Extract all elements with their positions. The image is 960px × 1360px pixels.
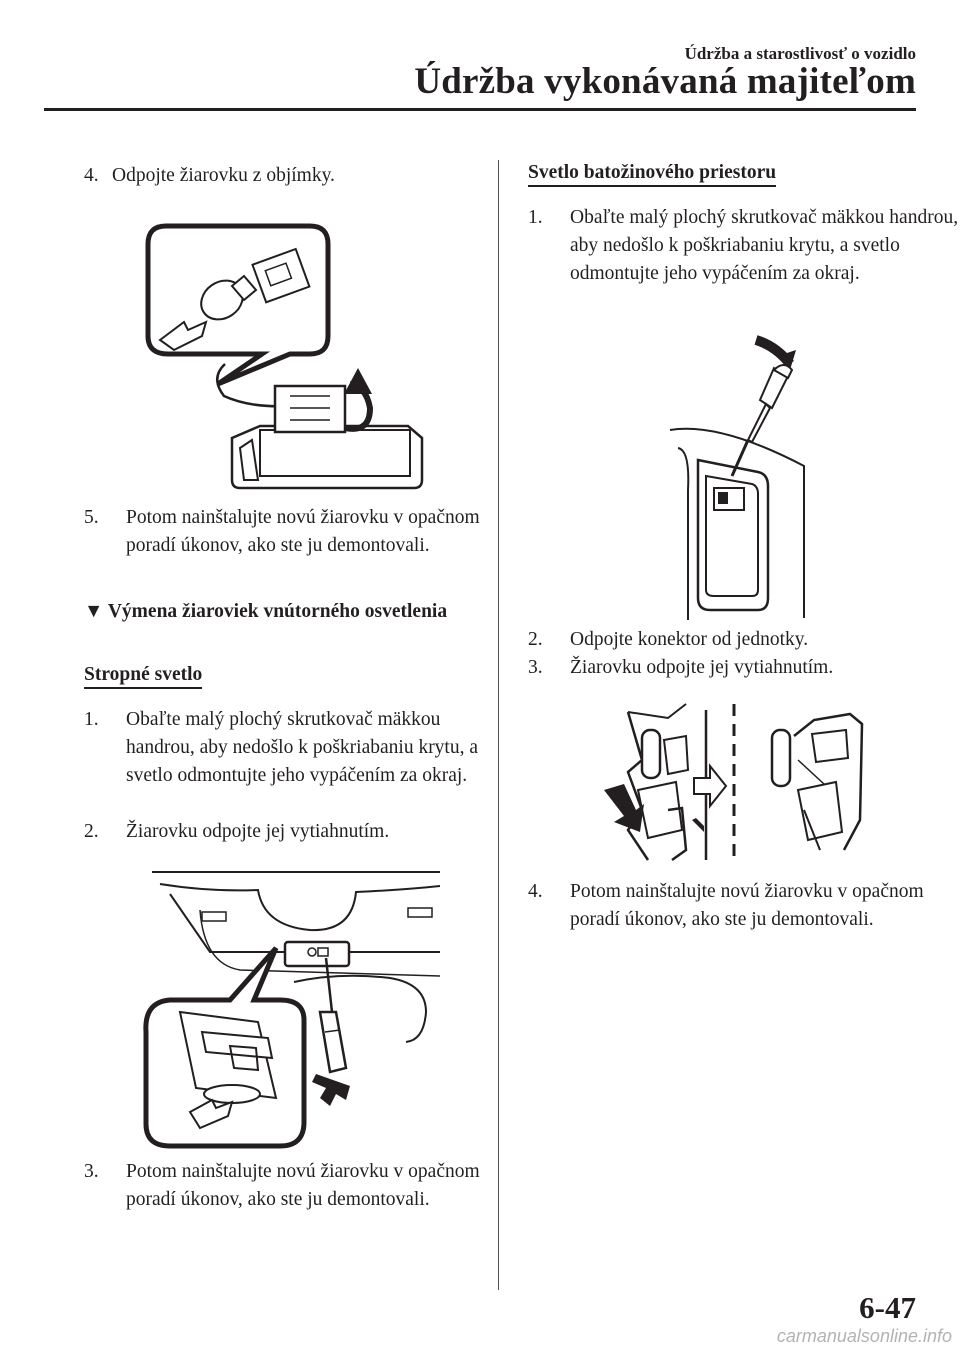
step-number: 1. [84, 709, 99, 730]
subsection-heading: Stropné svetlo [84, 664, 203, 689]
step-number: 2. [528, 629, 543, 650]
right-step-4: 4. Potom nainštalujte novú žiarovku v opa… [528, 878, 960, 934]
page-title: Údržba vykonávaná majiteľom [414, 61, 916, 102]
step-text: Odpojte žiarovku z objímky. [112, 165, 335, 186]
step-text: Obaľte malý plochý skrutkovač mäkkou han… [126, 709, 479, 786]
step-text: Potom nainštalujte novú žiarovku v opačn… [126, 507, 480, 556]
step-number: 3. [84, 1161, 99, 1182]
step-text: Odpojte konektor od jednotky. [570, 629, 809, 650]
right-step-3: 3. Žiarovku odpojte jej vytiahnutím. [528, 654, 960, 682]
step-text: Obaľte malý plochý skrutkovač mäkkou han… [570, 207, 959, 284]
subsection-heading: Svetlo batožinového priestoru [528, 162, 777, 187]
luggage-lamp-illustration [669, 335, 805, 620]
header-rule [44, 108, 916, 111]
left-step-5: 5. Potom nainštalujte novú žiarovku v opa… [84, 504, 506, 560]
page-number: 6-47 [859, 1290, 916, 1325]
left-sub-step-2: 2. Žiarovku odpojte jej vytiahnutím. [84, 818, 506, 846]
left-sub-step-3: 3. Potom nainštalujte novú žiarovku v opa… [84, 1158, 506, 1214]
section-marker-icon: ▼ [84, 601, 104, 622]
step-number: 1. [528, 207, 543, 228]
left-step-4: 4. Odpojte žiarovku z objímky. [84, 162, 335, 190]
bulb-socket-illustration [145, 223, 424, 490]
step-text: Potom nainštalujte novú žiarovku v opačn… [126, 1161, 480, 1210]
ceiling-lamp-illustration [143, 871, 441, 1149]
right-step-1: 1. Obaľte malý plochý skrutkovač mäkkou h… [528, 204, 960, 288]
left-sub-step-1: 1. Obaľte malý plochý skrutkovač mäkkou h… [84, 706, 506, 790]
step-number: 5. [84, 507, 99, 528]
step-text: Žiarovku odpojte jej vytiahnutím. [570, 657, 834, 678]
section-title: Výmena žiaroviek vnútorného osvetlenia [107, 601, 448, 622]
step-number: 3. [528, 657, 543, 678]
step-text: Potom nainštalujte novú žiarovku v opačn… [570, 881, 924, 930]
chapter-title: Údržba a starostlivosť o vozidlo [684, 44, 916, 63]
step-number: 4. [84, 165, 99, 186]
section-heading: ▼ Výmena žiaroviek vnútorného osvetlenia [84, 598, 506, 626]
right-step-2: 2. Odpojte konektor od jednotky. [528, 626, 960, 654]
column-divider [498, 160, 499, 1290]
step-text: Žiarovku odpojte jej vytiahnutím. [126, 821, 390, 842]
step-number: 4. [528, 881, 543, 902]
bulb-removal-illustration [604, 703, 864, 862]
watermark: carmanualsonline.info [776, 1326, 952, 1346]
step-number: 2. [84, 821, 99, 842]
